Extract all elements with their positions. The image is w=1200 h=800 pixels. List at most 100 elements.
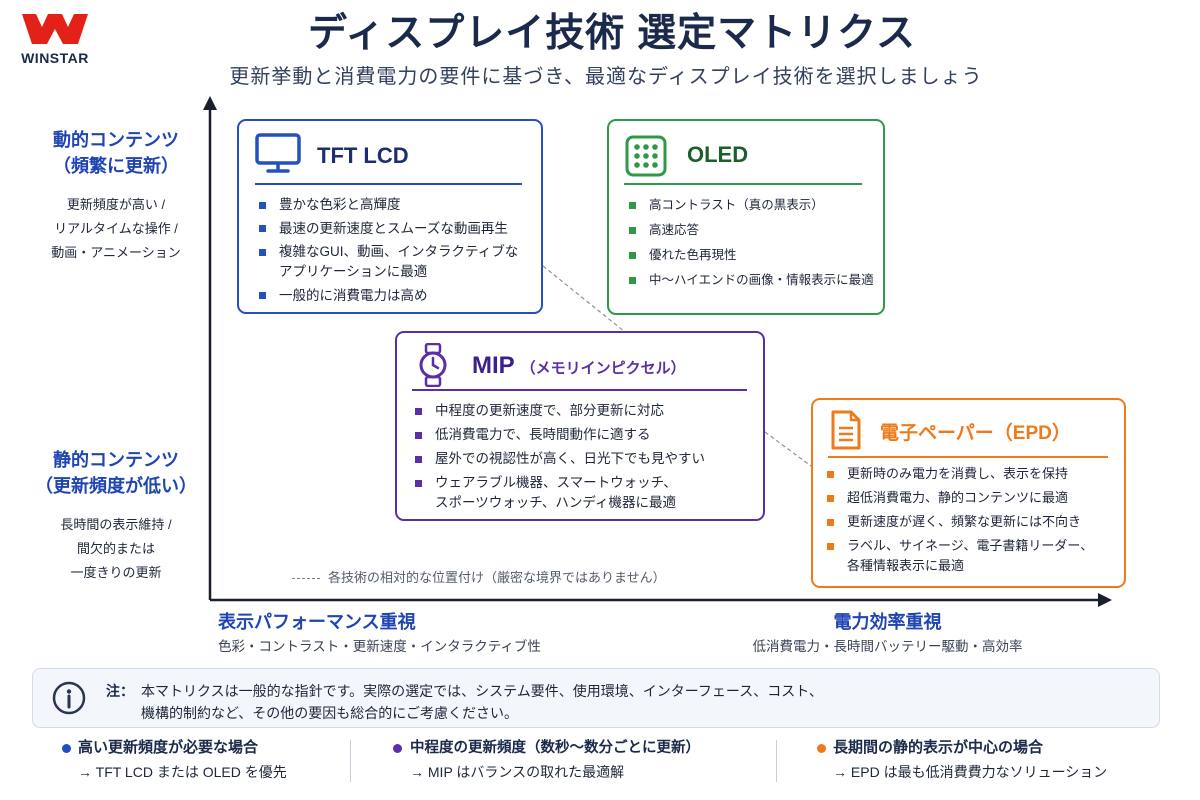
y-axis-top-title: 動的コンテンツ (53, 130, 179, 150)
list-item: 高コントラスト（真の黒表示） (627, 195, 874, 215)
list-item-text: 複雑なGUI、動画、インタラクティブな (279, 244, 519, 259)
list-item: 低消費電力で、長時間動作に適する (413, 425, 705, 445)
bullet-dot (393, 743, 402, 753)
list-item-text: 各種情報表示に最適 (847, 558, 965, 573)
y-axis-top-desc-line: リアルタイムな操作 / (54, 221, 178, 236)
list-item-text: ウェアラブル機器、スマートウォッチ、 (435, 475, 677, 490)
guidance-high-frequency: 高い更新頻度が必要な場合 → TFT LCD または OLED を優先 (62, 736, 342, 784)
list-item-text: 中程度の更新速度で、部分更新に対応 (435, 403, 664, 418)
guidance-heading: 高い更新頻度が必要な場合 (78, 739, 259, 756)
list-item-text: 一般的に消費電力は高め (279, 287, 428, 303)
guidance-heading: 中程度の更新頻度（数秒〜数分ごとに更新） (410, 740, 700, 756)
page-title: ディスプレイ技術 選定マトリクス (308, 12, 916, 55)
pixel-grid-icon (625, 135, 667, 177)
x-axis-right-label: 電力効率重視 低消費電力・長時間バッテリー駆動・高効率 (740, 609, 1035, 659)
list-item-text: 高コントラスト（真の黒表示） (649, 198, 824, 212)
list-item-text: 中〜ハイエンドの画像・情報表示に最適 (649, 273, 874, 287)
list-item: 複雑なGUI、動画、インタラクティブなアプリケーションに最適 (257, 242, 518, 282)
y-axis-bottom-label: 静的コンテンツ （更新頻度が低い） 長時間の表示維持 / 間欠的または 一度きり… (20, 447, 212, 585)
list-item: 更新時のみ電力を消費し、表示を保持 (825, 464, 1093, 484)
card-divider (828, 456, 1108, 458)
y-axis-bottom-desc-line: 一度きりの更新 (70, 565, 162, 580)
list-item-text: 優れた色再現性 (649, 248, 737, 262)
winstar-logo: WINSTAR (10, 12, 100, 68)
x-axis-left-desc: 色彩・コントラスト・更新速度・インタラクティブ性 (218, 639, 541, 654)
card-bullet-list: 高コントラスト（真の黒表示） 高速応答 優れた色再現性 中〜ハイエンドの画像・情… (627, 195, 874, 295)
list-item: 最速の更新速度とスムーズな動画再生 (257, 219, 518, 239)
list-item: 豊かな色彩と高輝度 (257, 195, 518, 215)
card-title-main: MIP (472, 352, 515, 379)
guidance-heading: 長期間の静的表示が中心の場合 (833, 739, 1044, 756)
card-bullet-list: 更新時のみ電力を消費し、表示を保持 超低消費電力、静的コンテンツに最適 更新速度… (825, 464, 1093, 580)
card-divider (255, 183, 522, 185)
list-item-text: 更新時のみ電力を消費し、表示を保持 (847, 466, 1069, 481)
card-divider (624, 183, 862, 185)
list-item: 高速応答 (627, 220, 874, 240)
page-subtitle: 更新挙動と消費電力の要件に基づき、最適なディスプレイ技術を選択しましょう (229, 66, 983, 88)
x-axis-right-desc: 低消費電力・長時間バッテリー駆動・高効率 (752, 639, 1023, 654)
list-item: 屋外での視認性が高く、日光下でも見やすい (413, 449, 705, 469)
y-axis-top-desc-line: 動画・アニメーション (51, 245, 181, 260)
y-axis-top-label: 動的コンテンツ （頻繁に更新） 更新頻度が高い / リアルタイムな操作 / 動画… (20, 127, 212, 265)
y-axis-bottom-description: 長時間の表示維持 / 間欠的または 一度きりの更新 (20, 513, 212, 585)
guidance-detail: → EPD は最も低消費費力なソリューション (833, 764, 1108, 780)
list-item-text: 更新速度が遅く、頻繁な更新には不向き (847, 514, 1082, 529)
connector-mip-epd (764, 431, 812, 467)
card-bullet-list: 中程度の更新速度で、部分更新に対応 低消費電力で、長時間動作に適する 屋外での視… (413, 401, 705, 517)
card-tft-lcd: TFT LCD 豊かな色彩と高輝度 最速の更新速度とスムーズな動画再生 複雑なG… (237, 119, 543, 314)
list-item-text: 低消費電力で、長時間動作に適する (435, 427, 651, 442)
card-bullet-list: 豊かな色彩と高輝度 最速の更新速度とスムーズな動画再生 複雑なGUI、動画、イン… (257, 195, 518, 309)
position-note-text: 各技術の相対的な位置付け（厳密な境界ではありません） (328, 570, 666, 585)
x-axis-left-label: 表示パフォーマンス重視 色彩・コントラスト・更新速度・インタラクティブ性 (218, 609, 541, 659)
list-item: ウェアラブル機器、スマートウォッチ、スポーツウォッチ、ハンディ機器に最適 (413, 473, 705, 513)
position-note: 各技術の相対的な位置付け（厳密な境界ではありません） (292, 569, 666, 587)
card-title: 電子ペーパー（EPD） (880, 423, 1071, 444)
y-axis-bottom-desc-line: 間欠的または (76, 541, 155, 556)
list-item-text: アプリケーションに最適 (279, 264, 428, 279)
card-title: OLED (687, 142, 749, 167)
y-axis-top-description: 更新頻度が高い / リアルタイムな操作 / 動画・アニメーション (20, 193, 212, 265)
list-item-text: 屋外での視認性が高く、日光下でも見やすい (435, 451, 705, 466)
list-item-text: 高速応答 (649, 223, 700, 237)
list-item-text: ラベル、サイネージ、電子書籍リーダー、 (847, 538, 1094, 553)
logo-text: WINSTAR (21, 50, 89, 66)
card-mip: MIP（メモリインピクセル） 中程度の更新速度で、部分更新に対応 低消費電力で、… (395, 331, 765, 521)
list-item: 一般的に消費電力は高め (257, 286, 518, 306)
monitor-icon (255, 133, 301, 173)
list-item-text: 超低消費電力、静的コンテンツに最適 (847, 490, 1069, 505)
card-oled: OLED 高コントラスト（真の黒表示） 高速応答 優れた色再現性 中〜ハイエンド… (607, 119, 885, 315)
note-text-line: 機構的制約など、その他の要因も総合的にご考慮ください。 (141, 705, 519, 721)
x-axis-right-title: 電力効率重視 (833, 612, 942, 632)
y-axis-bottom-desc-line: 長時間の表示維持 / (60, 517, 172, 532)
x-axis-left-title: 表示パフォーマンス重視 (218, 612, 416, 632)
list-item: 優れた色再現性 (627, 245, 874, 265)
card-title: TFT LCD (317, 143, 409, 168)
list-item: 超低消費電力、静的コンテンツに最適 (825, 488, 1093, 508)
y-axis-top-subtitle: （頻繁に更新） (53, 156, 179, 176)
guidance-divider (350, 740, 351, 782)
y-axis-top-desc-line: 更新頻度が高い / (66, 197, 166, 212)
bullet-dot (62, 743, 71, 753)
note-text-line: 本マトリクスは一般的な指針です。実際の選定では、システム要件、使用環境、インター… (141, 683, 823, 699)
y-axis-arrow-icon (203, 96, 217, 110)
note-box: 注： 本マトリクスは一般的な指針です。実際の選定では、システム要件、使用環境、イ… (32, 668, 1160, 728)
list-item: 更新速度が遅く、頻繁な更新には不向き (825, 512, 1093, 532)
guidance-medium-frequency: 中程度の更新頻度（数秒〜数分ごとに更新） → MIP はバランスの取れた最適解 (393, 736, 768, 784)
list-item: ラベル、サイネージ、電子書籍リーダー、各種情報表示に最適 (825, 536, 1093, 576)
list-item-text: 豊かな色彩と高輝度 (279, 197, 401, 212)
info-icon (52, 681, 86, 715)
card-epd: 電子ペーパー（EPD） 更新時のみ電力を消費し、表示を保持 超低消費電力、静的コ… (811, 398, 1126, 588)
guidance-divider (776, 740, 777, 782)
watch-icon (419, 343, 447, 387)
note-label: 注： (106, 683, 134, 699)
card-divider (412, 389, 747, 391)
dashed-line-legend (292, 577, 320, 579)
guidance-static-display: 長期間の静的表示が中心の場合 → EPD は最も低消費費力なソリューション (817, 736, 1157, 784)
guidance-detail: → MIP はバランスの取れた最適解 (410, 764, 625, 780)
list-item-text: スポーツウォッチ、ハンディ機器に最適 (435, 495, 676, 510)
x-axis-arrow-icon (1098, 593, 1112, 607)
card-title: MIP（メモリインピクセル） (472, 351, 686, 384)
guidance-detail: → TFT LCD または OLED を優先 (78, 764, 287, 780)
list-item-text: 最速の更新速度とスムーズな動画再生 (279, 220, 508, 236)
winstar-logo-mark-icon (22, 14, 88, 44)
